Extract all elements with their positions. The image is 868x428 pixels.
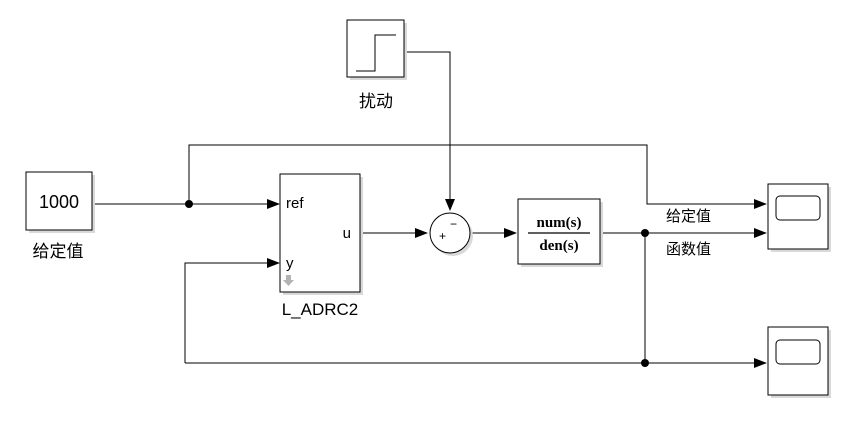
arrowhead-sum-left (415, 228, 428, 238)
wire-step-to-sum[interactable] (404, 51, 451, 200)
arrowhead-scope1-in1 (754, 199, 767, 209)
arrowhead-scope2 (754, 358, 767, 368)
adrc-name: L_ADRC2 (282, 300, 359, 319)
arrowhead-ref (267, 199, 280, 209)
wire-feedback-to-y[interactable] (184, 262, 270, 363)
step-label: 扰动 (359, 92, 393, 111)
constant-label: 给定值 (33, 242, 84, 261)
adrc-port-y: y (286, 255, 294, 272)
junction-setpoint (185, 200, 193, 208)
constant-block[interactable]: 1000 (25, 171, 95, 233)
sum-plus-sign: + (439, 229, 446, 243)
step-icon (356, 34, 396, 72)
adrc-port-ref: ref (286, 195, 304, 212)
scope2-screen-icon (775, 339, 821, 365)
scope1-block[interactable] (767, 183, 831, 252)
adrc-subsystem-block[interactable]: ref u y (279, 173, 363, 295)
arrowhead-y (267, 258, 280, 268)
arrowhead-tf (504, 228, 517, 238)
wire-setpoint-bus[interactable] (188, 144, 757, 205)
down-arrow-icon (283, 275, 294, 286)
tf-denominator: den(s) (539, 238, 578, 254)
scope1-screen-icon (775, 195, 821, 221)
adrc-port-u: u (343, 225, 351, 242)
scope1-signal1-label: 给定值 (666, 208, 711, 225)
sum-minus-sign: − (450, 217, 457, 231)
transfer-fcn-block[interactable]: num(s) den(s) (517, 198, 603, 267)
sum-block[interactable]: + − (429, 212, 473, 256)
arrowhead-scope1-in2 (754, 228, 767, 238)
signal-lines (94, 51, 767, 368)
scope2-block[interactable] (767, 326, 831, 398)
step-block[interactable] (346, 19, 407, 80)
arrowhead-sum-top (445, 199, 455, 211)
scope1-signal2-label: 函数值 (666, 241, 711, 258)
tf-numerator: num(s) (536, 215, 581, 231)
junction-output (641, 229, 649, 237)
constant-value: 1000 (39, 192, 79, 212)
junction-feedback (641, 359, 649, 367)
